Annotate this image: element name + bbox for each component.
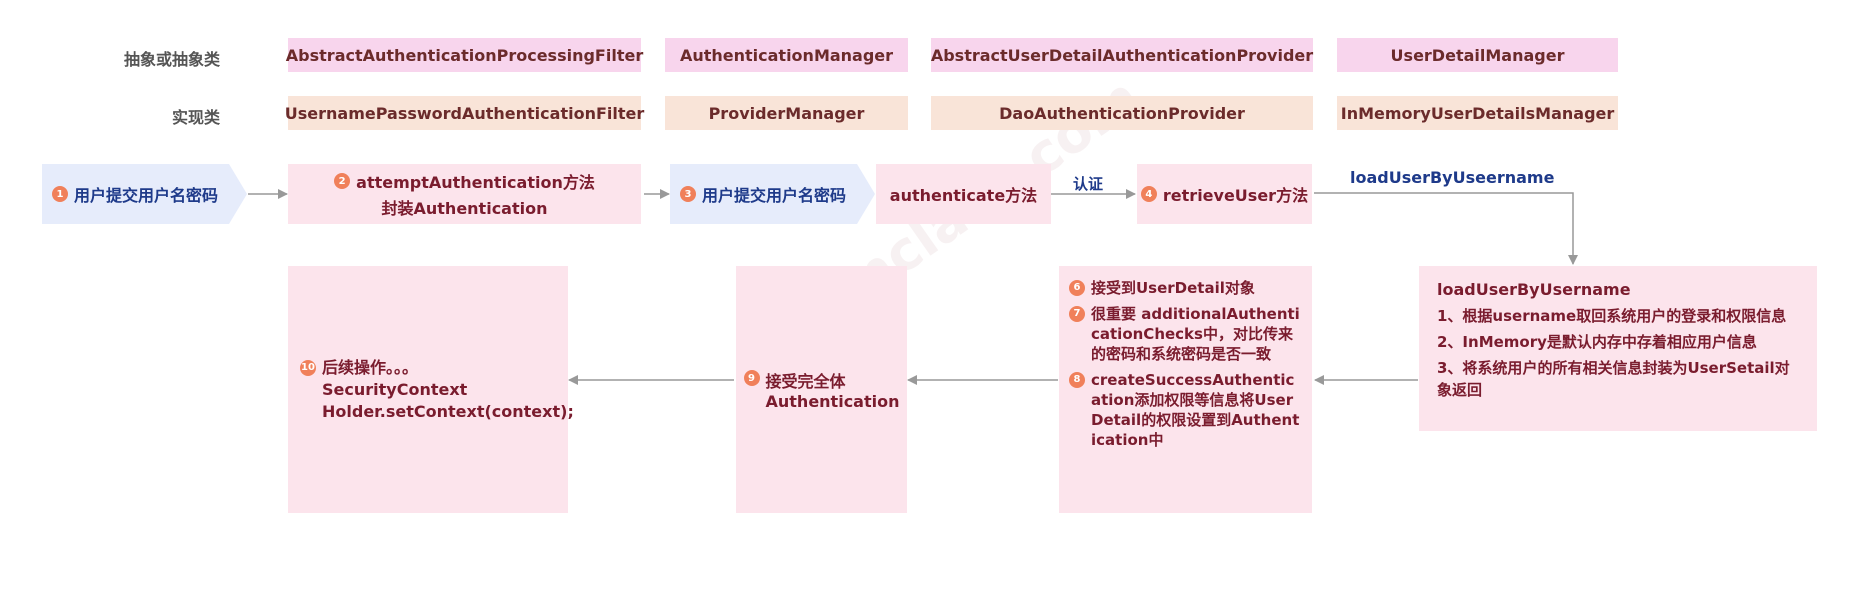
detail-item-7-text: 很重要 additionalAuthenticationChecks中，对比传来… (1091, 305, 1300, 363)
step10-box: 10 后续操作。。。 SecurityContext Holder.setCon… (288, 266, 574, 513)
load-user-line-3: 3、将系统用户的所有相关信息封装为UserSetail对象返回 (1437, 359, 1790, 399)
abstract-class-user-detail-manager: UserDetailManager (1337, 38, 1618, 72)
detail-box: 6 接受到UserDetail对象 7 很重要 additionalAuthen… (1059, 266, 1312, 513)
step10-line3: Holder.setContext(context); (322, 401, 574, 421)
step9-box: 9 接受完全体 Authentication (736, 266, 907, 513)
step4-box: 4 retrieveUser方法 (1137, 164, 1312, 224)
authenticate-box: authenticate方法 (876, 164, 1051, 224)
arrow-4-to-load (1314, 192, 1578, 265)
load-user-box: loadUserByUsername 1、根据username取回系统用户的登录… (1419, 266, 1817, 431)
step3-text: 用户提交用户名密码 (702, 186, 847, 205)
step10-line2: SecurityContext (322, 379, 468, 399)
detail-item-8-badge: 8 (1069, 372, 1085, 388)
detail-item-8-text: createSuccessAuthentication添加权限等信息将UserD… (1091, 371, 1300, 449)
step10-badge: 10 (300, 359, 316, 376)
abstract-class-auth-manager: AuthenticationManager (665, 38, 908, 72)
impl-row-label: 实现类 (171, 108, 220, 127)
step4-text: retrieveUser方法 (1162, 186, 1309, 205)
step1-text: 用户提交用户名密码 (74, 186, 219, 205)
step2-line1: attemptAuthentication方法 (356, 173, 595, 192)
step3-badge: 3 (680, 186, 696, 202)
step10-line1: 后续操作。。。 (322, 357, 419, 377)
detail-item-6-badge: 6 (1069, 280, 1085, 296)
load-user-title: loadUserByUsername (1437, 280, 1631, 299)
detail-item-6: 6 接受到UserDetail对象 (1069, 278, 1302, 298)
detail-item-6-text: 接受到UserDetail对象 (1091, 279, 1255, 297)
load-user-line-1: 1、根据username取回系统用户的登录和权限信息 (1437, 307, 1787, 325)
load-user-line-2: 2、InMemory是默认内存中存着相应用户信息 (1437, 333, 1757, 351)
step2-box: 2 attemptAuthentication方法 封装Authenticati… (288, 164, 641, 224)
step9-line2: Authentication (765, 392, 900, 411)
edge-label-auth: 认证 (1073, 175, 1104, 193)
step1-badge: 1 (52, 186, 68, 202)
step9-badge: 9 (743, 370, 760, 386)
detail-item-8: 8 createSuccessAuthentication添加权限等信息将Use… (1069, 370, 1302, 450)
step3-chevron: 3 用户提交用户名密码 (670, 164, 875, 224)
impl-class-inmemory-manager: InMemoryUserDetailsManager (1337, 96, 1618, 130)
abstract-class-provider: AbstractUserDetailAuthenticationProvider (931, 38, 1313, 72)
step9-line1: 接受完全体 (765, 372, 846, 391)
impl-class-provider-manager: ProviderManager (665, 96, 908, 130)
detail-item-7-badge: 7 (1069, 306, 1085, 322)
edge-label-load: loadUserByUseername (1350, 168, 1555, 187)
step2-line2: 封装Authentication (381, 199, 548, 218)
abstract-row-label: 抽象或抽象类 (123, 50, 220, 69)
step2-badge: 2 (334, 173, 351, 189)
abstract-class-filter: AbstractAuthenticationProcessingFilter (286, 38, 643, 72)
detail-item-7: 7 很重要 additionalAuthenticationChecks中，对比… (1069, 304, 1302, 364)
step1-chevron: 1 用户提交用户名密码 (42, 164, 247, 224)
step4-badge: 4 (1140, 186, 1157, 202)
impl-class-filter: UsernamePasswordAuthenticationFilter (285, 96, 644, 130)
impl-class-dao-provider: DaoAuthenticationProvider (931, 96, 1313, 130)
